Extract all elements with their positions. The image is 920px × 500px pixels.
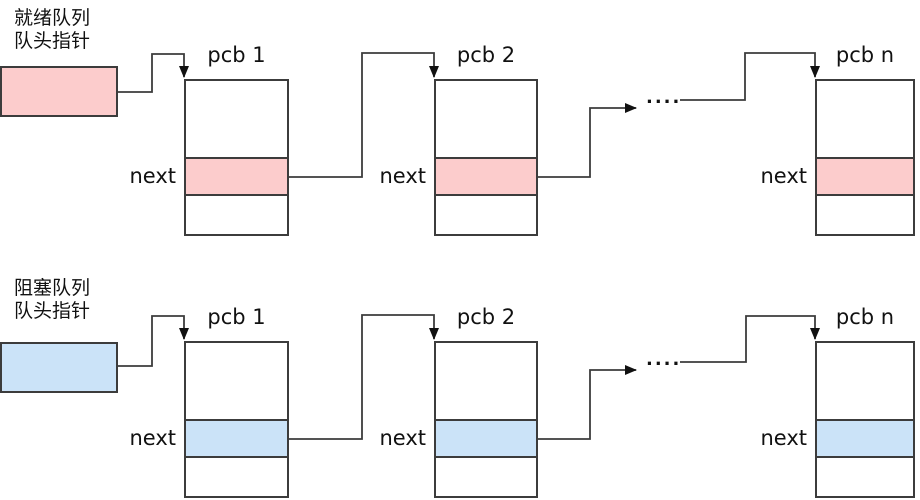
ready-pcb1-next-label: next (129, 164, 176, 188)
blocked-pcb1-box (184, 341, 289, 498)
blocked-pcbn-next-field (817, 419, 913, 458)
blocked-pcbn-box (815, 341, 915, 498)
blocked-pcbn-next-label: next (760, 426, 807, 450)
blocked-pcb1-label: pcb 1 (207, 305, 266, 329)
blocked-pcb1-top-area (186, 343, 287, 419)
blocked-queue-title-line2: 队头指针 (14, 300, 91, 322)
blocked-queue-title: 阻塞队列 队头指针 (14, 277, 90, 323)
ready-pcb1-label: pcb 1 (207, 43, 266, 67)
ready-queue-title-line1: 就绪队列 (14, 7, 91, 29)
ready-pcb1-next-field (186, 157, 287, 196)
ready-pcbn-next-field (817, 157, 913, 196)
blocked-pcbn-label: pcb n (835, 305, 895, 329)
ready-pcb2-next-label: next (379, 164, 426, 188)
ready-pcb1-top-area (186, 81, 287, 157)
blocked-queue-head-pointer-box (0, 342, 118, 393)
ready-pcbn-label: pcb n (835, 43, 895, 67)
ready-queue-title-line2: 队头指针 (14, 30, 91, 52)
ready-pcbn-box (815, 79, 915, 236)
ready-pcb2-label: pcb 2 (456, 43, 516, 67)
arrow-blocked-dots-to-pcbn (680, 315, 820, 363)
blocked-pcb1-next-field (186, 419, 287, 458)
blocked-pcb2-next-field (436, 419, 536, 458)
arrow-ready-dots-to-pcbn (680, 52, 820, 101)
blocked-queue-title-line1: 阻塞队列 (14, 277, 91, 299)
blocked-pcb2-next-label: next (379, 426, 426, 450)
arrow-ready-pcb2-to-dots (538, 103, 637, 178)
blocked-pcbn-bottom-area (817, 458, 913, 496)
blocked-pcb1-next-label: next (129, 426, 176, 450)
ready-pcb1-box (184, 79, 289, 236)
ready-queue-head-pointer-box (0, 66, 118, 117)
blocked-queue-ellipsis: .... (646, 349, 682, 370)
arrow-blocked-pcb2-to-dots (538, 365, 637, 440)
ready-pcb1-bottom-area (186, 196, 287, 234)
ready-pcbn-top-area (817, 81, 913, 157)
ready-pcb2-next-field (436, 157, 536, 196)
blocked-pcbn-top-area (817, 343, 913, 419)
ready-pcbn-bottom-area (817, 196, 913, 234)
ready-pcb2-top-area (436, 81, 536, 157)
blocked-pcb2-bottom-area (436, 458, 536, 496)
ready-queue-ellipsis: .... (646, 87, 682, 108)
arrow-blocked-pcb1-to-pcb2 (289, 314, 439, 440)
blocked-pcb2-box (434, 341, 538, 498)
ready-pcbn-next-label: next (760, 164, 807, 188)
blocked-pcb2-top-area (436, 343, 536, 419)
blocked-pcb1-bottom-area (186, 458, 287, 496)
ready-queue-title: 就绪队列 队头指针 (14, 7, 90, 53)
ready-pcb2-box (434, 79, 538, 236)
arrow-ready-pcb1-to-pcb2 (289, 52, 439, 178)
arrow-ready-head-to-pcb1 (118, 53, 189, 93)
arrow-blocked-head-to-pcb1 (118, 315, 189, 367)
ready-pcb2-bottom-area (436, 196, 536, 234)
blocked-pcb2-label: pcb 2 (456, 305, 516, 329)
